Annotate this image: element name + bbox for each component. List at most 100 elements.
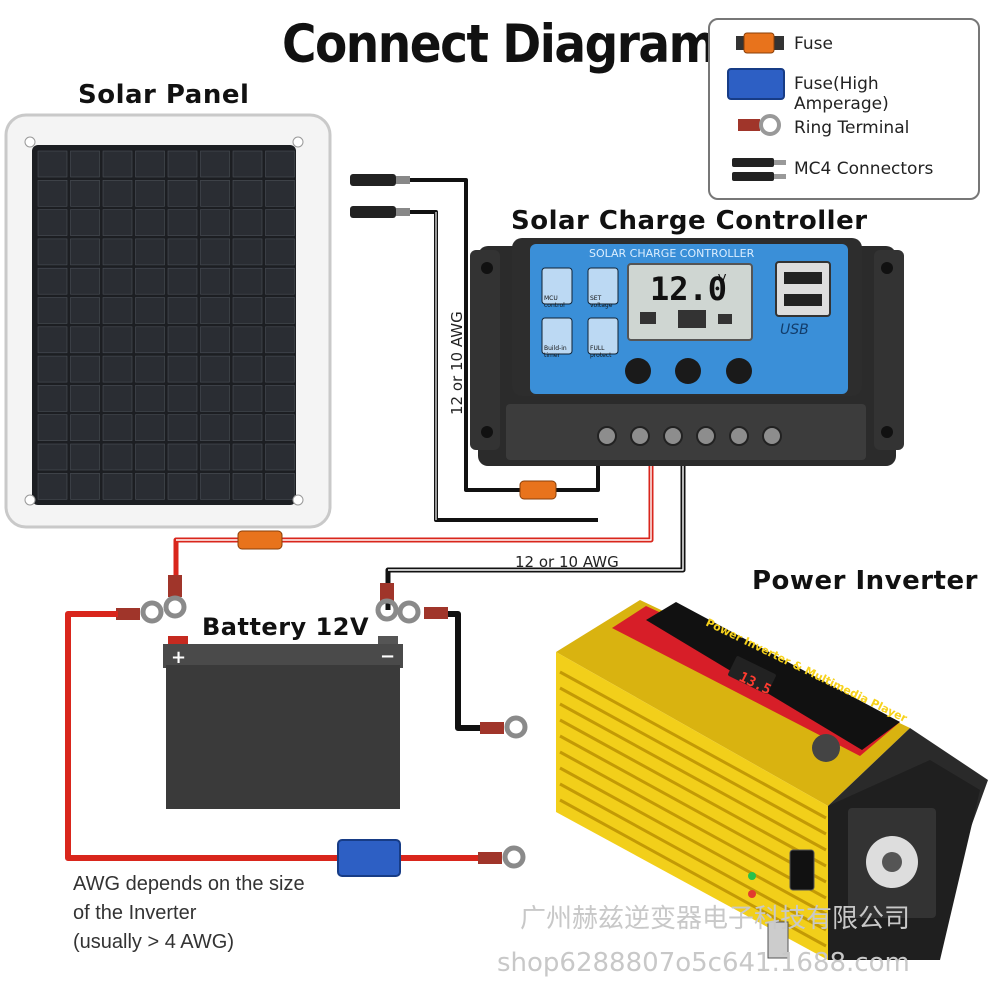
controller-label: Solar Charge Controller — [511, 206, 868, 236]
solar-cell — [200, 355, 230, 383]
solar-cell — [167, 238, 198, 266]
cooling-fin — [559, 702, 827, 852]
svg-text:SET: SET — [590, 295, 602, 302]
usb-label: USB — [780, 322, 809, 338]
solar-cell — [232, 297, 263, 324]
solar-cell — [37, 472, 68, 500]
battery-wire-gauge: 12 or 10 AWG — [515, 553, 619, 571]
solar-cell — [200, 472, 230, 500]
solar-cell — [37, 414, 68, 442]
solar-cell — [70, 297, 100, 324]
solar-cell — [70, 238, 100, 266]
cooling-fin — [559, 782, 827, 932]
solar-cell — [167, 267, 198, 295]
solar-cell — [135, 472, 165, 500]
cooling-fin — [559, 766, 827, 916]
solar-cells — [37, 150, 295, 500]
solar-cell — [102, 414, 133, 442]
solar-cell — [135, 297, 165, 324]
svg-text:protect: protect — [590, 352, 612, 359]
solar-cell — [167, 472, 198, 500]
svg-text:control: control — [544, 302, 565, 309]
solar-cell — [167, 355, 198, 383]
solar-cell — [200, 238, 230, 266]
high-amp-fuse — [337, 839, 401, 877]
solar-cell — [167, 443, 198, 471]
solar-cell — [37, 267, 68, 295]
controller-terminal — [762, 426, 782, 446]
page-title: Connect Diagram — [282, 14, 718, 76]
legend-high-amp-fuse: Fuse(High Amperage) — [794, 74, 889, 114]
solar-cell — [135, 414, 165, 442]
high-amp-fuse-icon — [727, 68, 785, 100]
solar-panel — [4, 113, 332, 529]
solar-cell — [232, 238, 263, 266]
solar-cell — [70, 385, 100, 412]
awg-note-line2: of the Inverter — [73, 902, 197, 924]
solar-cell — [70, 209, 100, 236]
controller-header: SOLAR CHARGE CONTROLLER — [589, 247, 755, 260]
solar-cell — [200, 414, 230, 442]
solar-cell — [265, 355, 295, 383]
battery: + − — [163, 636, 403, 809]
controller-display-unit: V — [718, 272, 727, 286]
solar-cell — [37, 209, 68, 236]
panel-wires — [410, 178, 600, 522]
solar-cell — [265, 267, 295, 295]
controller-terminal — [696, 426, 716, 446]
awg-note-line3: (usually > 4 AWG) — [73, 931, 234, 953]
solar-cell — [265, 238, 295, 266]
battery-label: Battery 12V — [202, 613, 370, 641]
solar-cell — [37, 443, 68, 471]
inverter-cooling-fins — [559, 670, 827, 948]
solar-cell — [37, 180, 68, 207]
solar-cell — [232, 267, 263, 295]
solar-cell — [70, 443, 100, 471]
solar-cell — [70, 414, 100, 442]
solar-cell — [200, 150, 230, 178]
solar-cell — [102, 150, 133, 178]
ring-terminals — [116, 575, 448, 624]
solar-cell — [232, 414, 263, 442]
solar-panel-label: Solar Panel — [78, 80, 250, 110]
inverter-label: Power Inverter — [752, 566, 978, 596]
solar-cell — [232, 209, 263, 236]
controller-terminals — [597, 426, 782, 446]
solar-cell — [232, 150, 263, 178]
battery-positive-terminal: + — [171, 647, 186, 668]
legend-icons — [727, 32, 786, 181]
solar-cell — [265, 472, 295, 500]
solar-cell — [135, 355, 165, 383]
solar-cell — [37, 238, 68, 266]
controller-terminal — [630, 426, 650, 446]
legend-ring-terminal: Ring Terminal — [794, 118, 910, 138]
solar-cell — [70, 180, 100, 207]
solar-cell — [200, 443, 230, 471]
solar-cell — [200, 267, 230, 295]
usb-ports: USB — [775, 261, 831, 338]
solar-cell — [200, 385, 230, 412]
solar-cell — [167, 297, 198, 324]
inverter-wires — [65, 611, 482, 861]
awg-note-line1: AWG depends on the size — [73, 873, 305, 895]
inverter-ring-terminals — [478, 715, 528, 869]
svg-text:voltage: voltage — [590, 302, 613, 309]
solar-cell — [70, 355, 100, 383]
solar-cell — [265, 180, 295, 207]
ring-terminal-icon — [738, 114, 781, 136]
solar-cell — [37, 297, 68, 324]
solar-cell — [102, 443, 133, 471]
controller-buttons — [625, 358, 752, 384]
cooling-fin — [559, 734, 827, 884]
solar-cell — [135, 209, 165, 236]
fuse-icon — [736, 32, 784, 54]
legend-fuse: Fuse — [794, 34, 833, 54]
solar-cell — [232, 355, 263, 383]
solar-cell — [70, 150, 100, 178]
solar-cell — [135, 238, 165, 266]
solar-cell — [265, 297, 295, 324]
cooling-fin — [559, 686, 827, 836]
watermark-url: shop6288807o5c641.1688.com — [497, 948, 910, 978]
battery-negative-terminal: − — [380, 646, 395, 667]
